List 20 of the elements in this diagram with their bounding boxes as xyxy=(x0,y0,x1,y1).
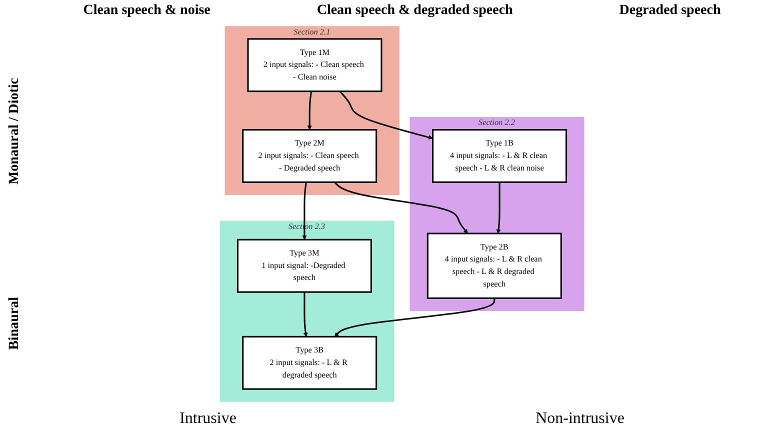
group-label: Non-intrusive xyxy=(536,410,624,428)
row-heading: Binaural xyxy=(7,296,23,350)
column-heading: Clean speech & degraded speech xyxy=(316,3,513,19)
arrow xyxy=(334,182,468,234)
group-label: Intrusive xyxy=(180,410,236,428)
node-box: Type 3M 1 input signal: -Degraded speech xyxy=(236,238,372,293)
node-box: Type 2B 4 input signals: - L & R clean speech - L & R degraded speech xyxy=(426,232,562,299)
arrow xyxy=(302,182,307,240)
arrow xyxy=(339,90,433,140)
column-heading: Degraded speech xyxy=(619,3,721,19)
arrow xyxy=(307,91,312,130)
node-box: Type 1B 4 input signals: - L & R clean speech - L & R clean noise xyxy=(432,129,568,183)
row-heading: Monaural / Diotic xyxy=(7,78,23,185)
node-box: Type 2M 2 input signals: - Clean speech - Degraded speech xyxy=(242,129,378,183)
column-heading: Clean speech & noise xyxy=(83,3,210,19)
arrow xyxy=(496,182,501,234)
node-box: Type 1M 2 input signals: - Clean speech - Clean noise xyxy=(247,38,382,92)
arrow xyxy=(334,298,496,337)
arrow xyxy=(303,292,308,337)
node-box: Type 3B 2 input signals: - L & R degraded speech xyxy=(242,336,378,390)
